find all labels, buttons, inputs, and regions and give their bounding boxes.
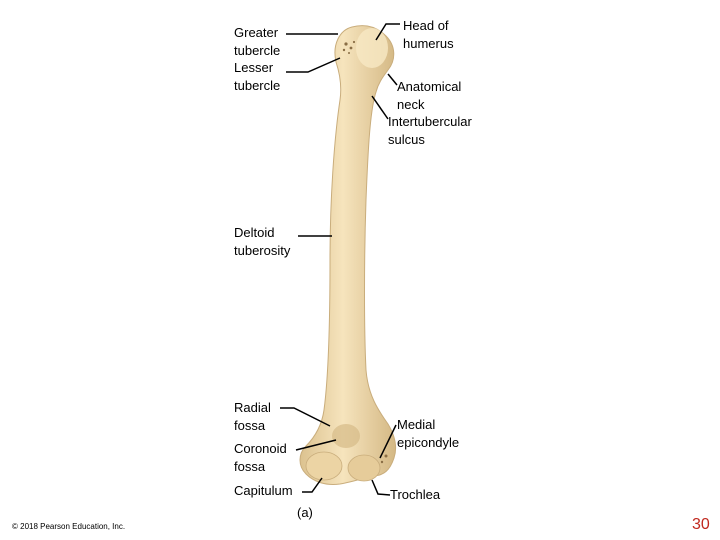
label-deltoid-tuberosity: Deltoid tuberosity xyxy=(234,225,291,258)
trochlea-shape xyxy=(347,454,381,482)
label-medial-epicondyle: Medial epicondyle xyxy=(397,417,460,450)
label-greater-tubercle: Greater tubercle xyxy=(234,25,281,58)
label-anatomical-neck: Anatomical neck xyxy=(397,79,462,112)
leader-lines xyxy=(280,23,400,496)
humerus-bone xyxy=(299,25,397,485)
humerus-head-shade xyxy=(356,28,388,68)
label-trochlea: Trochlea xyxy=(390,487,441,502)
label-intertubercular-sulcus: Intertubercular sulcus xyxy=(388,114,472,147)
label-coronoid-fossa: Coronoid fossa xyxy=(234,441,287,474)
coronoid-fossa-shade xyxy=(332,424,360,448)
page-number: 30 xyxy=(692,516,710,533)
label-lesser-tubercle: Lesser tubercle xyxy=(234,60,281,93)
label-capitulum: Capitulum xyxy=(234,483,293,498)
label-head-of-humerus: Head of humerus xyxy=(403,18,454,51)
capitulum-shape xyxy=(305,451,343,481)
label-radial-fossa: Radial fossa xyxy=(234,400,271,433)
figure-part-label: (a) xyxy=(297,505,313,520)
copyright-notice: © 2018 Pearson Education, Inc. xyxy=(12,522,126,531)
